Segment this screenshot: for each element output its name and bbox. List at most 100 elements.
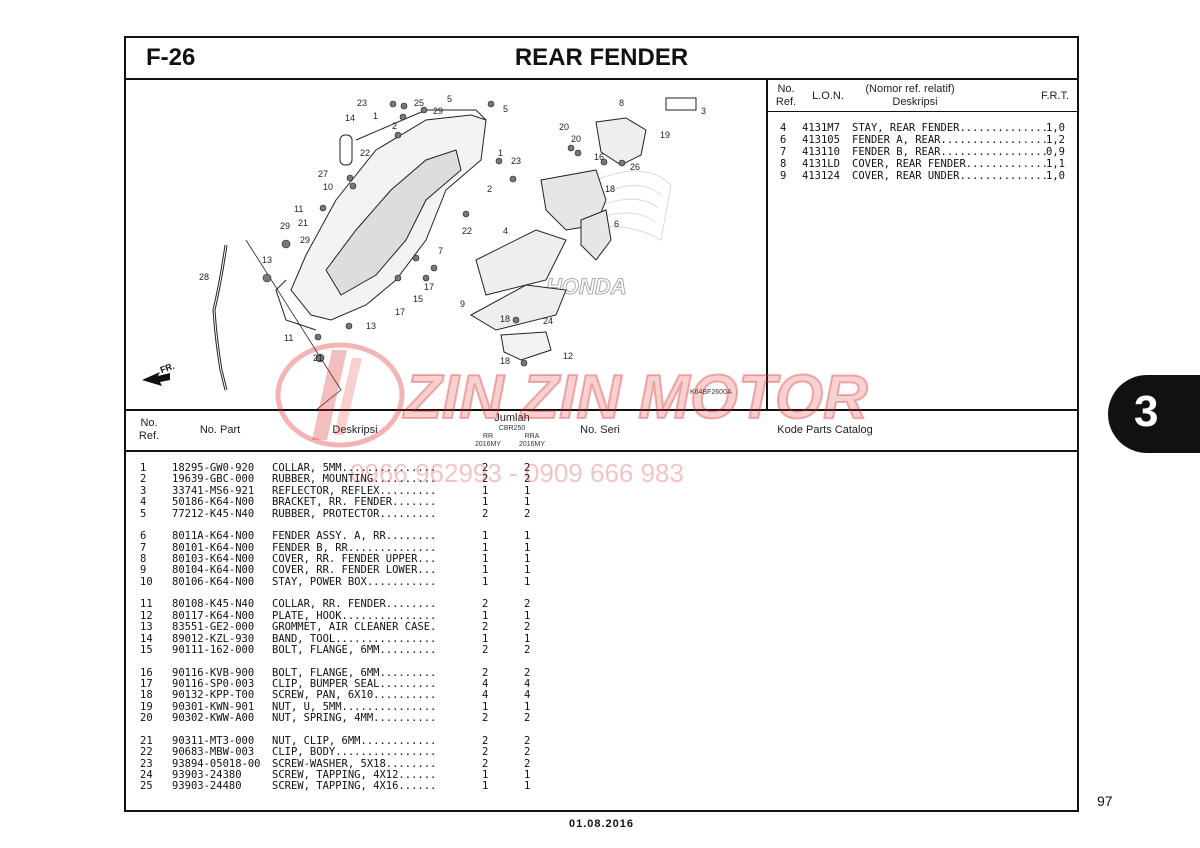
plate-hook-part: [500, 331, 552, 361]
callout: 5: [503, 104, 509, 114]
band-14-part: [339, 134, 353, 166]
watermark-brand: ZIN ZIN MOTOR: [403, 362, 869, 433]
frame-row-ref: 4: [780, 122, 787, 134]
callout: 23: [357, 98, 368, 108]
part-part: 89012-KZL-930: [172, 632, 255, 645]
part-part: 83551-GE2-000: [172, 621, 255, 634]
table-header-no: No.: [140, 417, 158, 429]
callout: 19: [660, 130, 671, 140]
part-ref: 5: [140, 507, 147, 520]
table-header-col2: RRA: [524, 433, 540, 440]
part-ref: 13: [140, 621, 153, 634]
part-q2: 1: [524, 632, 531, 645]
part-part: 90111-162-000: [172, 644, 255, 656]
callout: 5: [447, 94, 453, 104]
callout: 21: [298, 218, 309, 228]
frame-row-lon: 413124: [802, 170, 840, 182]
part-part: 18295-GW0-920: [172, 462, 255, 474]
tool-band-part: [212, 244, 228, 391]
frame-row-desc: COVER, REAR FENDER.............: [852, 158, 1048, 170]
table-top-divider: [124, 409, 1079, 411]
callout: 23: [511, 156, 522, 166]
part-q2: 1: [524, 564, 531, 577]
frame-row-lon: 413110: [802, 146, 840, 158]
frame-row-ref: 9: [780, 170, 787, 182]
frame-row-frt: 1,2: [1046, 134, 1065, 146]
stay-part: [475, 229, 567, 296]
frame-row-desc: STAY, REAR FENDER..............: [852, 122, 1048, 134]
part-q1: 2: [482, 712, 489, 725]
callout: 17: [424, 282, 435, 292]
part-part: 19639-GBC-000: [172, 473, 255, 486]
frame-row-lon: 413105: [802, 134, 840, 146]
part-q2: 4: [524, 678, 531, 690]
part-ref: 4: [140, 496, 147, 509]
callout: 29: [300, 235, 311, 245]
part-part: 80108-K45-N40: [172, 598, 255, 611]
part-q1: 1: [482, 484, 489, 497]
part-desc: NUT, SPRING, 4MM..........: [272, 712, 437, 725]
part-q1: 4: [482, 678, 489, 690]
part-q1: 2: [482, 473, 489, 486]
table-header-col1: RR: [482, 433, 494, 440]
callout: 18: [605, 184, 616, 194]
callout: 11: [284, 333, 294, 343]
part-q2: 1: [524, 484, 531, 497]
chapter-number: 3: [1134, 387, 1159, 436]
table-header-no-seri: No. Seri: [580, 424, 620, 436]
part-q1: 2: [482, 462, 489, 474]
callout: 8: [619, 98, 625, 108]
part-part: 93894-05018-00: [172, 757, 261, 770]
part-part: 90311-MT3-000: [172, 734, 255, 747]
part-part: 90683-MBW-003: [172, 746, 255, 759]
callout: 18: [500, 314, 511, 324]
table-header-ref: Ref.: [138, 430, 160, 442]
fender-b-part: [275, 109, 487, 331]
cover-under-part: [469, 284, 567, 331]
part-q2: 2: [524, 746, 531, 759]
diagram-divider: [766, 78, 768, 411]
table-header-jumlah: Jumlah: [494, 412, 530, 424]
part-ref: 18: [140, 689, 153, 702]
part-q1: 1: [482, 553, 489, 565]
footer-date: 01.08.2016: [568, 818, 635, 830]
frame-header-deskripsi: Deskripsi: [892, 96, 938, 108]
part-q2: 1: [524, 553, 531, 565]
part-q2: 1: [524, 496, 531, 509]
frame-row-lon: 4131M7: [802, 122, 840, 134]
front-direction-arrow: [142, 372, 170, 386]
page-title: REAR FENDER: [514, 44, 689, 71]
part-part: 93903-24480: [172, 780, 242, 793]
part-part: 90116-KVB-900: [172, 666, 255, 679]
callout: 20: [559, 122, 570, 132]
part-q1: 1: [482, 541, 489, 554]
part-q1: 1: [482, 780, 489, 793]
part-desc: NUT, CLIP, 6MM............: [272, 734, 437, 747]
parts-diagram: HONDA: [142, 97, 697, 410]
table-header-divider: [124, 450, 1079, 452]
frame-row-desc: COVER, REAR UNDER..............: [852, 170, 1048, 182]
page-number: 97: [1097, 793, 1113, 809]
drawing-code: K64BF2600A: [690, 389, 732, 396]
part-q2: 2: [524, 621, 531, 634]
part-desc: GROMMET, AIR CLEANER CASE.: [272, 621, 437, 634]
frame-header-ref: Ref.: [775, 96, 797, 108]
part-desc: BRACKET, RR. FENDER.......: [272, 496, 437, 509]
frame-row-ref: 7: [780, 146, 787, 158]
part-q1: 2: [482, 598, 489, 611]
part-q2: 2: [524, 734, 531, 747]
callout: 18: [500, 356, 511, 366]
part-desc: REFLECTOR, REFLEX.........: [272, 484, 437, 497]
part-q1: 1: [482, 632, 489, 645]
callout: 29: [280, 221, 291, 231]
frame-row-lon: 4131LD: [802, 158, 840, 170]
callout: 3: [701, 106, 707, 116]
callout: 11: [294, 204, 304, 214]
part-desc: RUBBER, PROTECTOR.........: [272, 507, 437, 520]
callout: 2: [487, 184, 493, 194]
frame-header-nomor-ref: (Nomor ref. relatif): [865, 83, 955, 95]
part-desc: BOLT, FLANGE, 6MM.........: [272, 666, 437, 679]
part-part: 50186-K64-N00: [172, 496, 255, 509]
chapter-tab: 3: [1108, 375, 1200, 453]
part-q1: 1: [482, 530, 489, 543]
